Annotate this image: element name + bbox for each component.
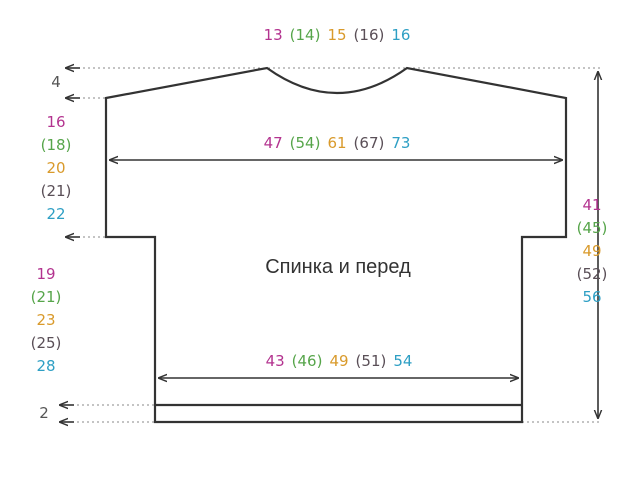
garment-outline xyxy=(104,66,568,424)
total-height-label: 41 (45) 49 (52) 56 xyxy=(577,196,608,306)
chest-width-size-5: 73 xyxy=(391,134,410,152)
side-height-size-2: (21) xyxy=(31,288,62,306)
chest-width-size-2: (54) xyxy=(290,134,321,152)
hem-width-size-1: 43 xyxy=(266,352,285,370)
chest-width-size-3: 61 xyxy=(327,134,346,152)
neck-width-size-3: 15 xyxy=(327,26,346,44)
total-height-size-3: 49 xyxy=(582,242,601,260)
total-height-size-1: 41 xyxy=(582,196,601,214)
armhole-height-size-5: 22 xyxy=(46,205,65,223)
hem-width-size-2: (46) xyxy=(292,352,323,370)
neck-width-label: 13 (14) 15 (16) 16 xyxy=(264,26,411,44)
rib-height-label: 2 xyxy=(39,404,49,422)
side-height-size-5: 28 xyxy=(36,357,55,375)
hem-width-size-4: (51) xyxy=(356,352,387,370)
armhole-height-size-3: 20 xyxy=(46,159,65,177)
hem-width-size-3: 49 xyxy=(329,352,348,370)
shoulder-drop-label: 4 xyxy=(51,73,61,91)
neck-width-size-2: (14) xyxy=(290,26,321,44)
armhole-height-label: 16 (18) 20 (21) 22 xyxy=(41,113,72,223)
hem-width-label: 43 (46) 49 (51) 54 xyxy=(266,352,413,370)
neck-width-size-1: 13 xyxy=(264,26,283,44)
total-height-size-5: 56 xyxy=(582,288,601,306)
hem-width-size-5: 54 xyxy=(393,352,412,370)
chest-width-label: 47 (54) 61 (67) 73 xyxy=(264,134,411,152)
armhole-height-size-2: (18) xyxy=(41,136,72,154)
dimension-arrows xyxy=(60,68,598,422)
side-height-size-4: (25) xyxy=(31,334,62,352)
side-height-size-3: 23 xyxy=(36,311,55,329)
total-height-size-4: (52) xyxy=(577,265,608,283)
armhole-height-size-4: (21) xyxy=(41,182,72,200)
side-height-label: 19 (21) 23 (25) 28 xyxy=(31,265,62,375)
piece-label: Спинка и перед xyxy=(265,256,411,278)
total-height-size-2: (45) xyxy=(577,219,608,237)
neck-width-size-5: 16 xyxy=(391,26,410,44)
side-height-size-1: 19 xyxy=(36,265,55,283)
chest-width-size-4: (67) xyxy=(354,134,385,152)
neck-width-size-4: (16) xyxy=(354,26,385,44)
armhole-height-size-1: 16 xyxy=(46,113,65,131)
chest-width-size-1: 47 xyxy=(264,134,283,152)
